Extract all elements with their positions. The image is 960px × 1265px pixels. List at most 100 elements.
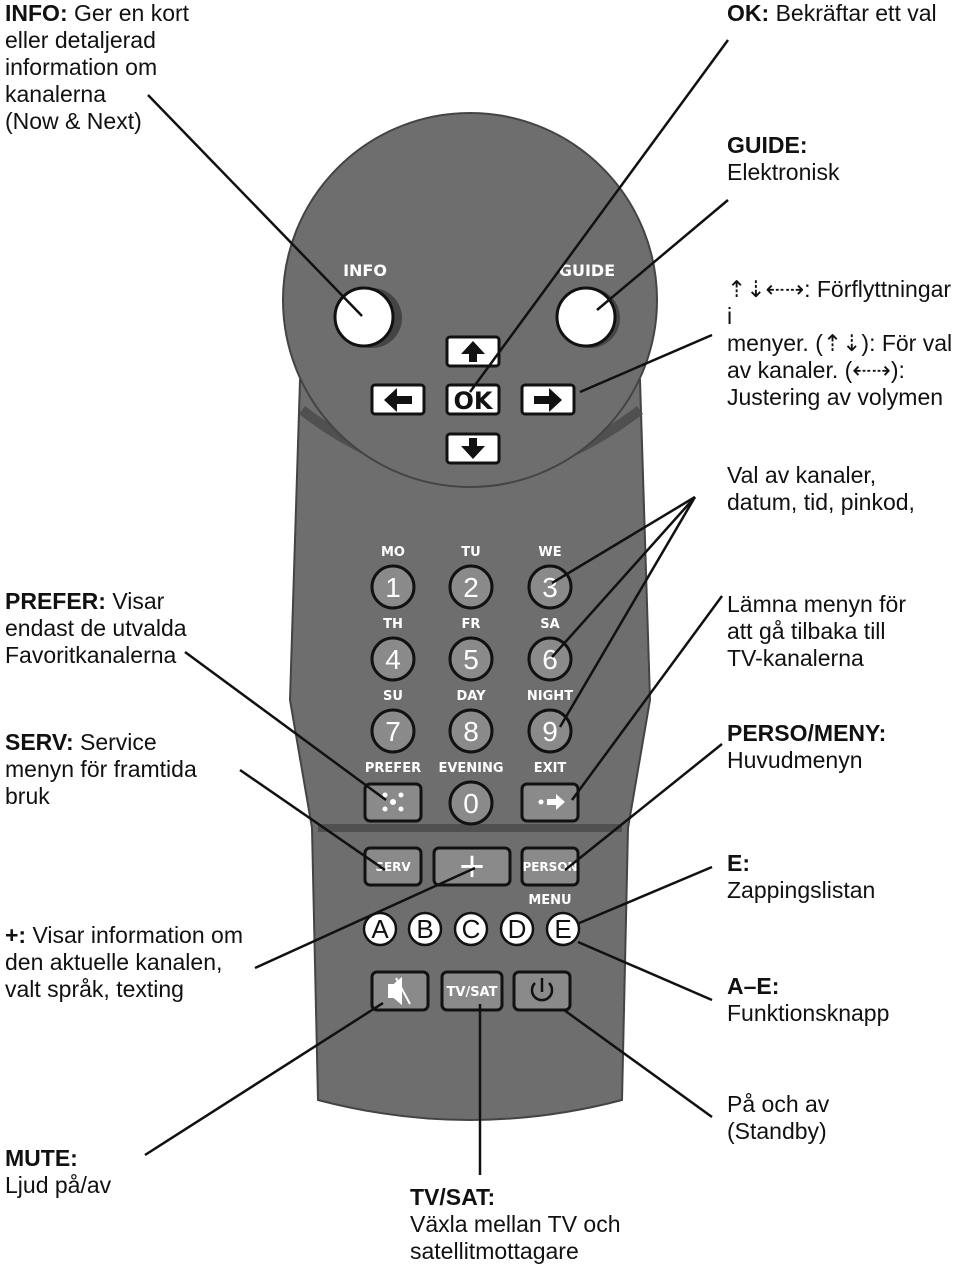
digit-5-button[interactable]: 5 [448, 636, 494, 682]
guide-button[interactable] [555, 286, 617, 348]
digit-9-button[interactable]: 9 [527, 708, 573, 754]
power-icon [530, 978, 554, 1002]
digit-2-button[interactable]: 2 [448, 564, 494, 610]
label-evening: EVENING [438, 761, 503, 776]
digit-1-button[interactable]: 1 [370, 564, 416, 610]
serv-line-1: Service [80, 729, 157, 755]
guide-title: GUIDE: [727, 132, 808, 158]
prefer-line-2: endast de utvalda [5, 615, 187, 641]
prefer-button[interactable] [363, 782, 423, 823]
digit-0-label: 0 [463, 788, 479, 819]
ok-button[interactable]: OK [445, 383, 501, 416]
digit-2-label: 2 [463, 572, 479, 603]
person-label: PERSON [522, 860, 577, 874]
mute-title: MUTE: [5, 1145, 78, 1171]
ae-title: A–E: [727, 973, 780, 999]
a-button[interactable]: A [362, 911, 398, 947]
guide-label: GUIDE [559, 261, 615, 280]
label-tu: TU [461, 545, 480, 560]
arrow-right-icon [534, 388, 562, 412]
label-we: WE [538, 545, 561, 560]
digits-line-1: Val av kanaler, [727, 462, 877, 488]
label-fr: FR [462, 617, 481, 632]
info-line-3: information om [5, 54, 158, 80]
e-label: E [554, 914, 571, 944]
digit-7-button[interactable]: 7 [370, 708, 416, 754]
arrow-up-icon [461, 341, 485, 362]
label-night: NIGHT [527, 689, 573, 704]
label-sa: SA [540, 617, 559, 632]
exit-line-1: Lämna menyn för [727, 591, 906, 617]
power-button[interactable] [512, 970, 572, 1012]
digit-8-button[interactable]: 8 [448, 708, 494, 754]
b-button[interactable]: B [407, 911, 443, 947]
digit-6-label: 6 [542, 644, 558, 675]
label-exit: EXIT [534, 761, 567, 776]
mute-line-1: Ljud på/av [5, 1172, 112, 1198]
power-line-1: På och av [727, 1091, 830, 1117]
perso-line-1: Huvudmenyn [727, 747, 863, 773]
exit-button[interactable] [520, 782, 580, 823]
info-line-4: kanalerna [5, 81, 107, 107]
arrows-line-1: ⇡⇣⇠⇢: Förflyttningar i [727, 276, 952, 329]
annotation-mute: MUTE: Ljud på/av [5, 1145, 235, 1199]
serv-button[interactable]: SERV [363, 846, 423, 887]
label-prefer: PREFER [365, 761, 421, 776]
b-label: B [416, 914, 433, 944]
plus-title: +: [5, 922, 27, 948]
digit-4-label: 4 [385, 644, 401, 675]
arrows-line-4: Justering av volymen [727, 384, 944, 410]
plus-button[interactable]: + [432, 846, 512, 887]
mute-button[interactable] [370, 970, 430, 1012]
annotation-e: E: Zappingslistan [727, 850, 957, 904]
label-mo: MO [381, 545, 405, 560]
info-label: INFO [343, 261, 387, 280]
annotation-power: På och av (Standby) [727, 1091, 957, 1145]
info-line-1: Ger en kort [74, 0, 190, 26]
annotation-ae: A–E: Funktionsknapp [727, 973, 957, 1027]
d-label: D [508, 914, 527, 944]
tvsat-line-1: Växla mellan TV och [410, 1211, 621, 1237]
ok-title: OK: [727, 0, 770, 26]
digit-5-label: 5 [463, 644, 479, 675]
leader-lines [144, 39, 730, 1175]
annotation-ok: OK: Bekräftar ett val [727, 0, 957, 27]
digit-3-button[interactable]: 3 [527, 564, 573, 610]
prefer-line-3: Favoritkanalerna [5, 642, 177, 668]
digit-9-label: 9 [542, 716, 558, 747]
a-label: A [371, 914, 389, 944]
menu-label: MENU [528, 893, 571, 908]
digit-7-label: 7 [385, 716, 401, 747]
info-title: INFO: [5, 0, 68, 26]
arrow-left-button[interactable] [370, 383, 426, 416]
digit-4-button[interactable]: 4 [370, 636, 416, 682]
arrow-down-button[interactable] [445, 432, 501, 465]
exit-line-3: TV-kanalerna [727, 645, 864, 671]
plus-line-3: valt språk, texting [5, 976, 184, 1002]
serv-line-3: bruk [5, 783, 50, 809]
plus-label: + [458, 846, 487, 886]
tvsat-button[interactable]: TV/SAT [440, 970, 504, 1012]
serv-line-2: menyn för framtida [5, 756, 197, 782]
annotation-plus: +: Visar information om den aktuelle kan… [5, 922, 265, 1003]
c-label: C [462, 914, 481, 944]
e-line-1: Zappingslistan [727, 877, 876, 903]
info-line-2: eller detaljerad [5, 27, 156, 53]
ae-line-1: Funktionsknapp [727, 1000, 890, 1026]
label-su: SU [383, 689, 403, 704]
arrow-right-button[interactable] [520, 383, 576, 416]
label-th: TH [383, 617, 403, 632]
tvsat-line-2: satellitmottagare [410, 1238, 579, 1264]
annotation-info: INFO: Ger en kort eller detaljerad infor… [5, 0, 265, 135]
d-button[interactable]: D [499, 911, 535, 947]
annotation-serv: SERV: Service menyn för framtida bruk [5, 729, 245, 810]
guide-line-1: Elektronisk [727, 159, 840, 185]
digit-0-button[interactable]: 0 [448, 780, 494, 826]
person-button[interactable]: PERSON [520, 846, 580, 887]
prefer-line-1: Visar [112, 588, 165, 614]
c-button[interactable]: C [453, 911, 489, 947]
exit-line-2: att gå tilbaka till [727, 618, 886, 644]
info-line-5: (Now & Next) [5, 108, 142, 134]
e-button[interactable]: E [545, 911, 581, 947]
